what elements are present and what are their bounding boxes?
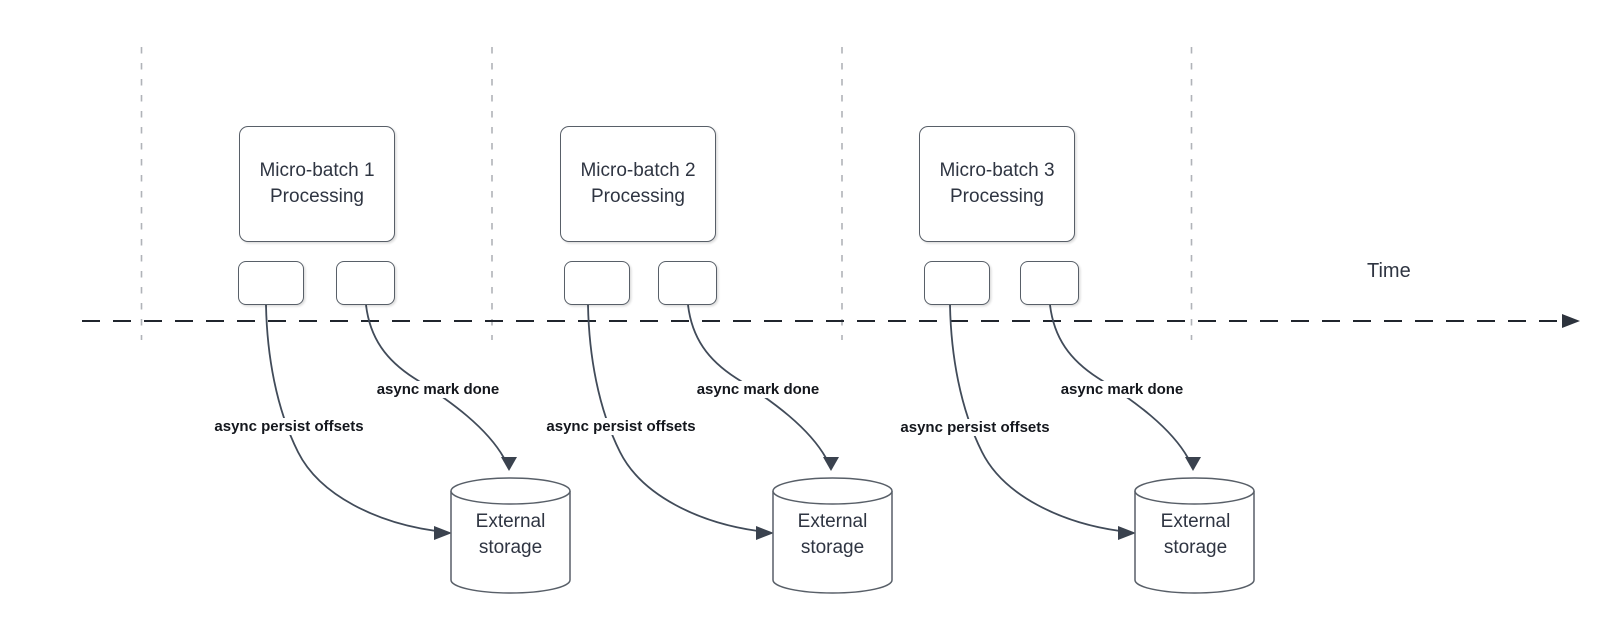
batch-2-persist-offsets-label: async persist offsets bbox=[543, 418, 699, 435]
storage-label-line1: External bbox=[475, 511, 546, 532]
batch-1-done-task-box bbox=[336, 261, 395, 305]
batch-1-mark-done-label: async mark done bbox=[373, 381, 503, 398]
micro-batch-3-subtitle: Processing bbox=[950, 186, 1044, 207]
mark-done-curve bbox=[687, 304, 827, 459]
storage-cylinder-body bbox=[772, 491, 893, 594]
micro-batch-3-title: Micro-batch 3 bbox=[939, 160, 1055, 181]
batch-2-done-task-box bbox=[658, 261, 717, 305]
batch-1-persist-offsets-label: async persist offsets bbox=[211, 418, 367, 435]
time-axis-arrowhead-icon bbox=[1562, 314, 1580, 328]
batch-3-persist-offsets-label: async persist offsets bbox=[897, 419, 1053, 436]
mark-done-curve bbox=[365, 304, 505, 459]
mark-done-arrowhead-icon bbox=[501, 457, 517, 471]
batch-1-offset-task-box bbox=[238, 261, 304, 305]
batch-1-flow-group bbox=[265, 304, 571, 594]
micro-batch-1-subtitle: Processing bbox=[270, 186, 364, 207]
storage-cylinder-body bbox=[450, 491, 571, 594]
batch-3-done-task-box bbox=[1020, 261, 1079, 305]
storage-label-line2: storage bbox=[1163, 537, 1228, 558]
micro-batch-2-subtitle: Processing bbox=[591, 186, 685, 207]
persist-offsets-arrowhead-icon bbox=[1118, 526, 1136, 540]
micro-batch-2-box: Micro-batch 2 Processing bbox=[560, 126, 716, 242]
storage-cylinder-top bbox=[1134, 477, 1255, 505]
batch-2-mark-done-label: async mark done bbox=[693, 381, 823, 398]
batch-3-storage-label: External storage bbox=[1136, 509, 1255, 561]
storage-cylinder-body bbox=[1134, 491, 1255, 594]
batch-2-storage-label: External storage bbox=[773, 509, 892, 561]
micro-batch-2-title: Micro-batch 2 bbox=[580, 160, 696, 181]
storage-label-line2: storage bbox=[478, 537, 543, 558]
persist-offsets-arrowhead-icon bbox=[756, 526, 774, 540]
batch-3-mark-done-label: async mark done bbox=[1057, 381, 1187, 398]
time-axis-label: Time bbox=[1367, 260, 1411, 282]
mark-done-curve bbox=[1049, 304, 1189, 459]
batch-2-flow-group bbox=[587, 304, 893, 594]
persist-offsets-curve bbox=[265, 304, 437, 532]
persist-offsets-curve bbox=[587, 304, 759, 532]
persist-offsets-curve bbox=[949, 304, 1121, 532]
storage-label-line1: External bbox=[797, 511, 868, 532]
storage-label-line1: External bbox=[1160, 511, 1231, 532]
mark-done-arrowhead-icon bbox=[823, 457, 839, 471]
batch-2-offset-task-box bbox=[564, 261, 630, 305]
mark-done-arrowhead-icon bbox=[1185, 457, 1201, 471]
micro-batch-1-box: Micro-batch 1 Processing bbox=[239, 126, 395, 242]
batch-3-flow-group bbox=[949, 304, 1255, 594]
batch-3-offset-task-box bbox=[924, 261, 990, 305]
micro-batch-1-title: Micro-batch 1 bbox=[259, 160, 375, 181]
storage-cylinder-top bbox=[450, 477, 571, 505]
micro-batch-3-box: Micro-batch 3 Processing bbox=[919, 126, 1075, 242]
storage-label-line2: storage bbox=[800, 537, 865, 558]
persist-offsets-arrowhead-icon bbox=[434, 526, 452, 540]
batch-1-storage-label: External storage bbox=[451, 509, 570, 561]
storage-cylinder-top bbox=[772, 477, 893, 505]
